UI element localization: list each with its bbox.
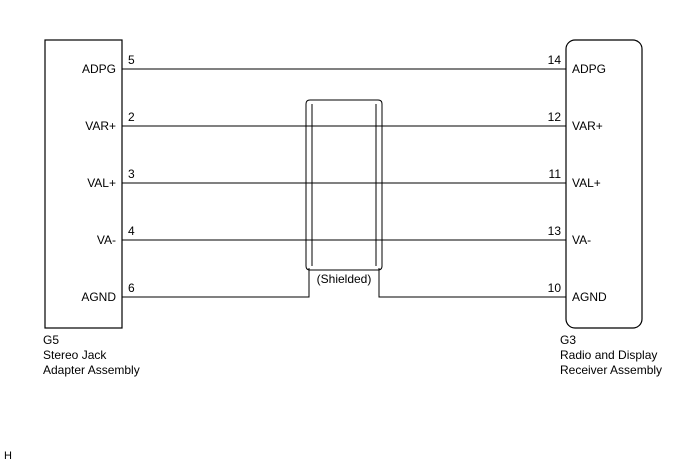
left-pin-label-agnd: AGND — [81, 290, 116, 304]
right-pin-label-var-plus: VAR+ — [572, 119, 603, 133]
left-pin-label-va-minus: VA- — [97, 233, 116, 247]
footer-mark: H — [4, 450, 12, 462]
shield-cylinder — [305, 99, 383, 271]
left-pin-number-2: 2 — [128, 110, 135, 124]
left-connector-name-line1: Stereo Jack — [43, 348, 107, 362]
wire-agnd-right — [378, 268, 566, 298]
right-pin-number-10: 10 — [548, 281, 562, 295]
right-pin-number-11: 11 — [549, 167, 562, 181]
left-connector-name-line2: Adapter Assembly — [43, 363, 140, 377]
left-connector-box — [44, 39, 123, 329]
left-pin-label-var-plus: VAR+ — [85, 119, 116, 133]
right-pin-label-val-plus: VAL+ — [572, 176, 601, 190]
wire-agnd — [122, 268, 310, 298]
left-connector-code: G5 — [43, 333, 59, 347]
left-pin-number-5: 5 — [128, 53, 135, 67]
right-pin-label-adpg: ADPG — [572, 62, 606, 76]
right-pin-number-12: 12 — [548, 110, 562, 124]
left-pin-number-6: 6 — [128, 281, 135, 295]
right-pin-number-14: 14 — [548, 53, 562, 67]
left-pin-number-4: 4 — [128, 224, 135, 238]
right-connector-code: G3 — [560, 333, 576, 347]
right-pin-label-agnd: AGND — [572, 290, 607, 304]
right-pin-label-va-minus: VA- — [572, 233, 591, 247]
left-pin-label-val-plus: VAL+ — [87, 176, 116, 190]
right-connector-name-line2: Receiver Assembly — [560, 363, 662, 377]
right-connector-box — [565, 39, 643, 329]
right-pin-number-13: 13 — [548, 224, 562, 238]
shield-label: (Shielded) — [317, 272, 372, 286]
left-pin-label-adpg: ADPG — [82, 62, 116, 76]
right-connector-name-line1: Radio and Display — [560, 348, 657, 362]
left-pin-number-3: 3 — [128, 167, 135, 181]
